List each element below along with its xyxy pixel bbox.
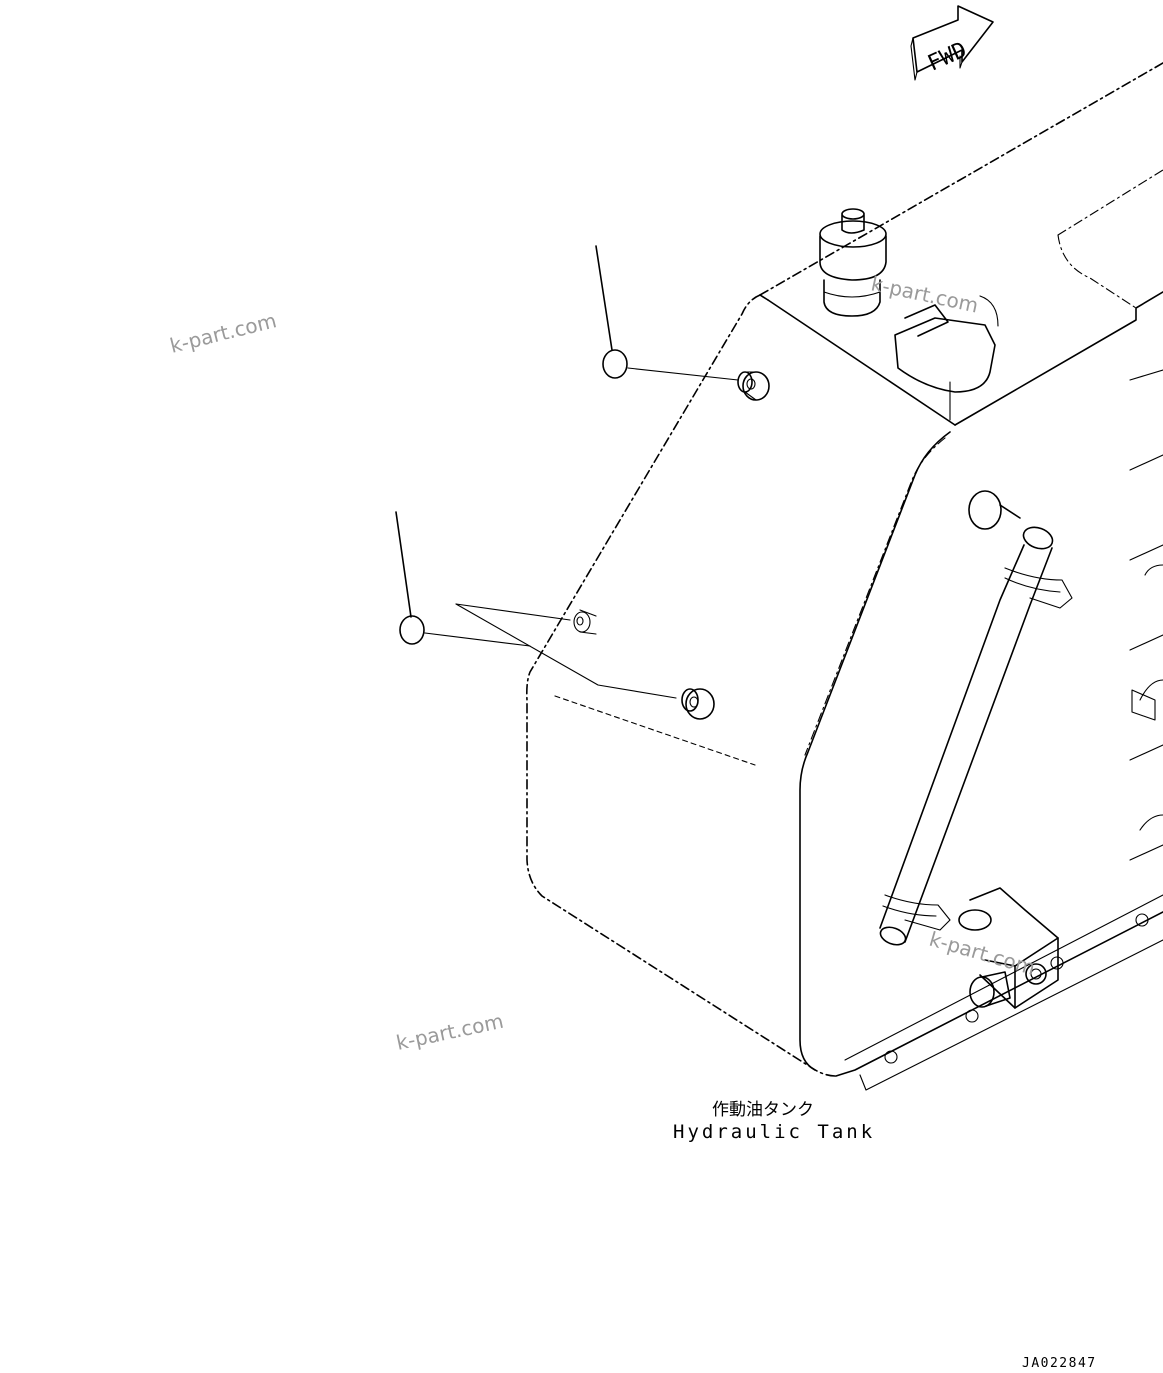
frame-fittings	[1131, 564, 1163, 831]
component-label-english: Hydraulic Tank	[673, 1121, 875, 1143]
watermark: k-part.com	[167, 308, 278, 358]
filler-cap-icon	[819, 208, 887, 317]
hydraulic-tank-outline	[526, 62, 1163, 1091]
callout-upper	[595, 245, 770, 401]
spacer-icon	[681, 688, 715, 720]
watermark: k-part.com	[927, 927, 1038, 980]
drawing-number: JA022847	[1022, 1356, 1097, 1371]
breather-icon	[894, 295, 999, 421]
sight-gauge-icon	[879, 490, 1073, 946]
watermark: k-part.com	[394, 1009, 506, 1055]
forward-arrow-icon: FWD	[910, 5, 994, 81]
plug-icon	[602, 349, 628, 379]
plug-icon	[399, 615, 425, 645]
fwd-label: FWD	[924, 38, 970, 77]
drain-valve-icon	[958, 887, 1059, 1009]
component-label-japanese: 作動油タンク	[712, 1100, 814, 1120]
spacer-icon	[737, 371, 770, 401]
spacer-icon	[573, 609, 597, 635]
callout-lower	[395, 511, 715, 720]
watermark: k-part.com	[869, 271, 981, 317]
